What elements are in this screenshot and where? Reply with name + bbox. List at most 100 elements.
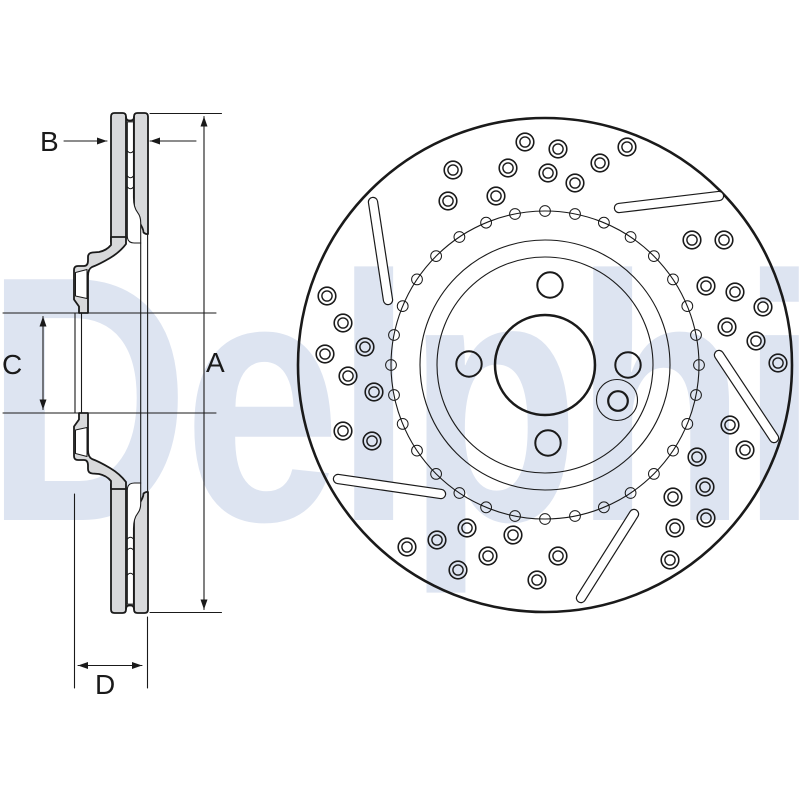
- drilled-hole: [490, 190, 502, 202]
- drilled-hole: [686, 234, 698, 246]
- dimension-label-a: A: [206, 347, 225, 378]
- slot: [369, 198, 392, 304]
- pin-hole-ring: [595, 378, 639, 422]
- drilled-hole-chamfer: [714, 230, 734, 250]
- drilled-hole-chamfer: [457, 518, 477, 538]
- drilled-hole-chamfer: [503, 525, 523, 545]
- drilled-hole: [368, 386, 380, 398]
- drilled-hole: [401, 541, 413, 553]
- drilled-hole: [700, 512, 712, 524]
- vane-scallop: [690, 329, 702, 341]
- drilled-hole-chamfer: [515, 132, 535, 152]
- vane-scallop: [648, 468, 660, 480]
- drilled-hole-chamfer: [527, 570, 547, 590]
- drilled-hole-chamfer: [355, 337, 375, 357]
- drilled-hole-chamfer: [364, 382, 384, 402]
- drilled-hole-chamfer: [753, 297, 773, 317]
- drilled-hole-chamfer: [448, 560, 468, 580]
- dim-c-extension-lines: [2, 312, 217, 414]
- outer-edge-circle: [296, 116, 794, 614]
- vane-scallop: [480, 501, 493, 514]
- drilled-hole-chamfer: [478, 546, 498, 566]
- vent-channel: [126, 121, 142, 244]
- vane-scallop: [539, 513, 551, 525]
- drilled-hole: [319, 348, 331, 360]
- drilled-hole: [519, 136, 531, 148]
- bolt-hole-window: [75, 269, 88, 299]
- drilled-hole-chamfer: [548, 139, 568, 159]
- drilled-hole: [442, 195, 454, 207]
- drilled-hole-chamfer: [317, 286, 337, 306]
- vane-scallop: [411, 273, 423, 286]
- dimension-label-c: C: [2, 349, 22, 380]
- vane-dividers: [126, 150, 134, 190]
- bolt-hole: [536, 271, 564, 299]
- drilled-hole: [569, 177, 581, 189]
- drilled-hole-chamfer: [660, 550, 680, 570]
- drilled-hole-chamfer: [696, 508, 716, 528]
- drilled-hole-chamfer: [735, 440, 755, 460]
- vane-scallop: [509, 208, 521, 220]
- vane-scallop: [388, 329, 400, 341]
- drilled-hole: [337, 425, 349, 437]
- drilled-hole: [718, 234, 730, 246]
- drilled-hole-chamfer: [720, 415, 740, 435]
- drilled-hole-chamfer: [725, 282, 745, 302]
- bolt-hole: [534, 429, 562, 457]
- cross-section-view: [2, 112, 223, 689]
- drilled-hole: [729, 286, 741, 298]
- drilled-hole: [621, 141, 633, 153]
- drilled-hole: [461, 522, 473, 534]
- vane-scallop: [667, 444, 679, 457]
- drilled-hole: [757, 301, 769, 313]
- vane-scallop: [693, 359, 705, 371]
- drilled-hole: [699, 481, 711, 493]
- dim-a-extension-lines: [149, 112, 223, 614]
- dim-d-extension-lines: [73, 493, 149, 689]
- cross-section-lower-half: [73, 412, 149, 614]
- drilled-hole-chamfer: [746, 331, 766, 351]
- drilled-hole-chamfer: [565, 173, 585, 193]
- vane-scallop: [388, 389, 400, 401]
- vane-scallop: [453, 231, 466, 243]
- drilled-hole: [552, 143, 564, 155]
- drilled-hole-chamfer: [538, 163, 558, 183]
- vane-scallop: [569, 510, 581, 522]
- drilled-hole-chamfer: [696, 276, 716, 296]
- drilled-hole: [321, 290, 333, 302]
- drilled-hole-chamfer: [498, 158, 518, 178]
- vane-scallop: [681, 300, 694, 313]
- vent-notch: [125, 116, 135, 122]
- drilled-hole: [482, 550, 494, 562]
- drilled-hole-chamfer: [427, 530, 447, 550]
- pin-hole: [607, 390, 629, 412]
- drilled-hole-chamfer: [717, 317, 737, 337]
- bolt-hole: [614, 351, 642, 379]
- drilled-hole-chamfer: [548, 546, 568, 566]
- drilled-hole: [447, 164, 459, 176]
- vane-scallop: [667, 273, 679, 286]
- drilled-hole-chamfer: [695, 477, 715, 497]
- centre-bore-lines: [74, 312, 83, 414]
- dimension-label-d: D: [95, 669, 115, 700]
- drilled-hole: [452, 564, 464, 576]
- drilled-hole-chamfer: [338, 366, 358, 386]
- vane-scallop: [624, 231, 637, 243]
- vane-scallop: [453, 487, 466, 499]
- drilled-hole-chamfer: [687, 447, 707, 467]
- drilled-hole: [667, 491, 679, 503]
- vane-scallop: [430, 468, 443, 480]
- vane-scallop: [569, 208, 581, 220]
- drilled-hole: [664, 554, 676, 566]
- drilled-hole: [739, 444, 751, 456]
- drilled-hole-chamfer: [663, 487, 683, 507]
- vane-scallop: [385, 359, 397, 371]
- drilled-hole-chamfer: [486, 186, 506, 206]
- drilled-hole-chamfer: [333, 313, 353, 333]
- slot: [334, 475, 445, 498]
- slot: [715, 351, 778, 442]
- drilled-hole: [750, 335, 762, 347]
- drilled-hole-chamfer: [362, 431, 382, 451]
- drilled-hole: [366, 435, 378, 447]
